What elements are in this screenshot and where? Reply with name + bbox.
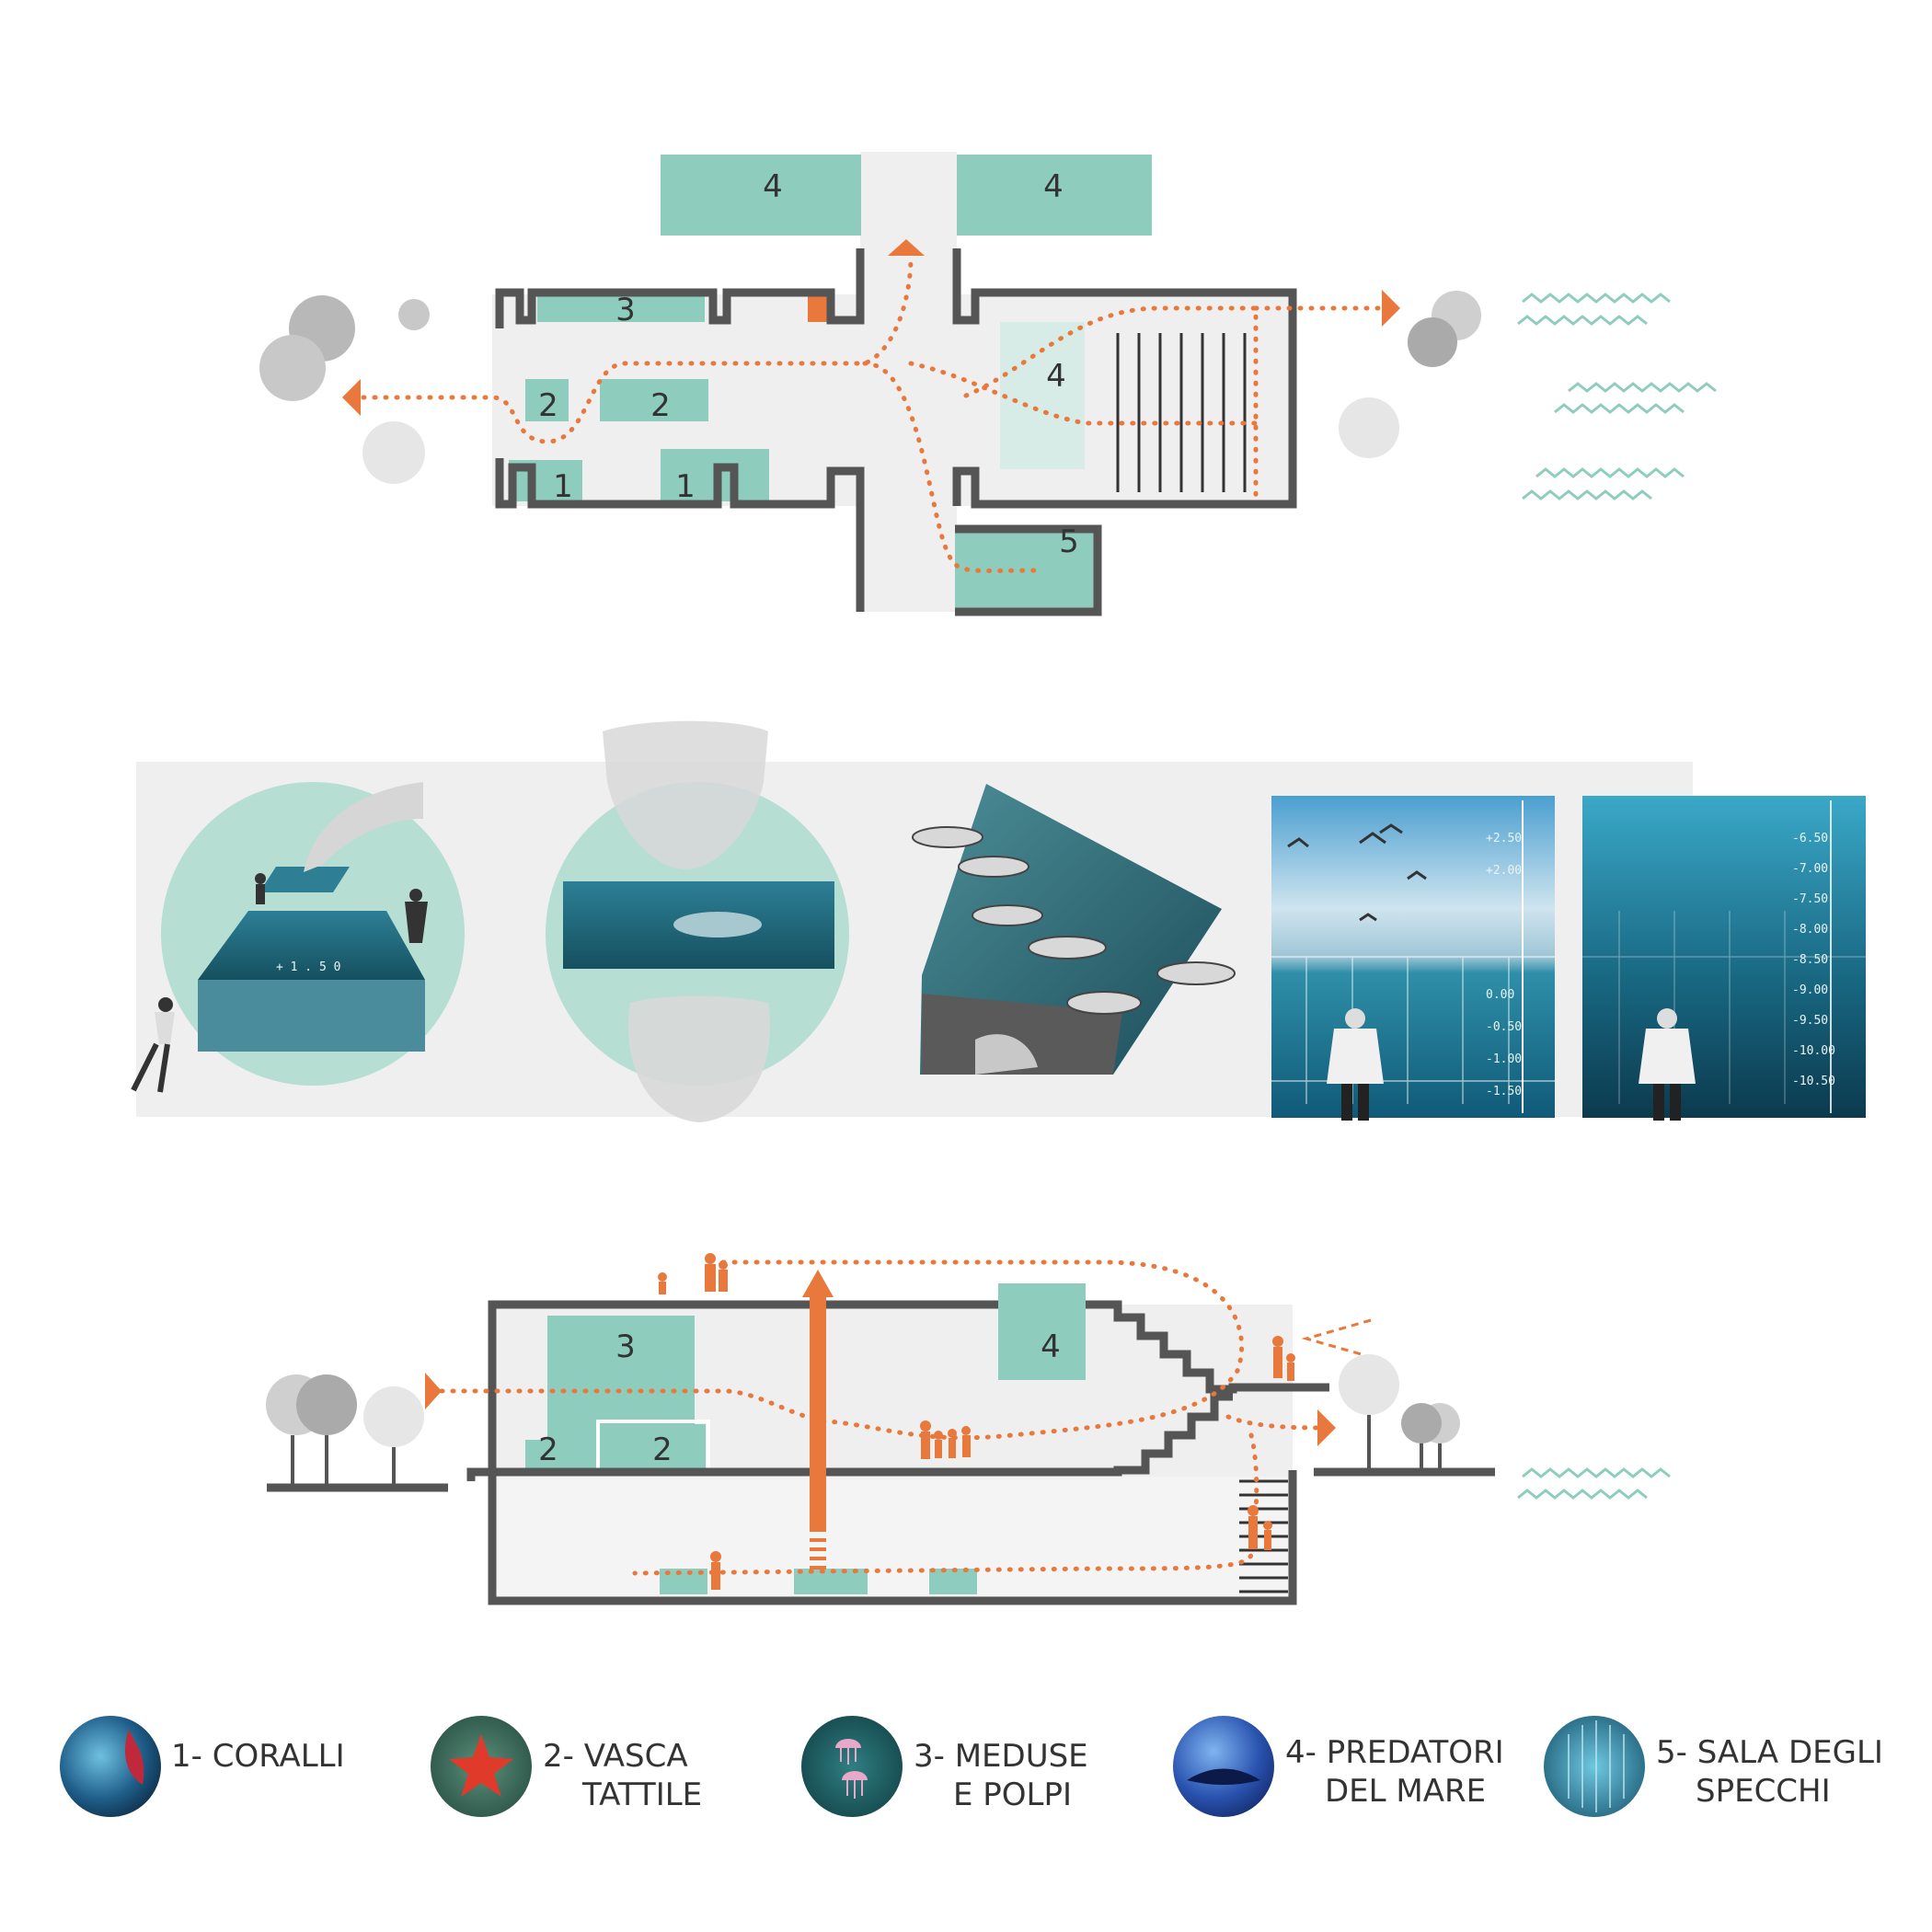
manta-ray-icon <box>1173 1716 1274 1817</box>
legend-label-3a: 3- MEDUSE <box>914 1738 1088 1775</box>
plan-arrow-right <box>1382 290 1400 327</box>
view-cone <box>1301 1318 1372 1359</box>
svg-text:-10.50: -10.50 <box>1792 1075 1835 1088</box>
plan-label-1b: 1 <box>675 468 696 505</box>
collage-faces-tank <box>546 720 849 1122</box>
section-trees-left <box>266 1374 424 1486</box>
section-label-2b: 2 <box>652 1432 673 1468</box>
plan-stairs <box>1116 333 1247 492</box>
legend-label-2a: 2- VASCA <box>543 1738 688 1775</box>
section-stairs <box>1239 1479 1288 1593</box>
jellyfish-icon <box>801 1716 903 1817</box>
vertical-shaft <box>810 1297 826 1532</box>
legend-label-1: 1- CORALLI <box>171 1738 345 1775</box>
plan-corridor <box>860 152 957 612</box>
section-lower-fill <box>492 1477 1293 1601</box>
zone-4-top-left <box>661 155 861 236</box>
svg-text:0.00: 0.00 <box>1486 988 1514 1002</box>
legend-label-3b: E POLPI <box>953 1777 1072 1813</box>
section-sea-waves <box>1517 1467 1671 1500</box>
svg-text:-7.50: -7.50 <box>1792 892 1828 906</box>
section-trees-right <box>1339 1354 1460 1470</box>
scale-deep: -6.50 -7.00 -7.50 -8.00 -8.50 -9.00 -9.5… <box>1792 832 1835 1088</box>
legend-label-4b: DEL MARE <box>1325 1773 1486 1810</box>
plan-sea-waves <box>1517 293 1717 500</box>
svg-text:-6.50: -6.50 <box>1792 832 1828 845</box>
lower-tank-3 <box>929 1569 977 1594</box>
svg-text:-1.50: -1.50 <box>1486 1085 1522 1098</box>
plan-label-3: 3 <box>615 292 636 328</box>
collage-fish-waves <box>912 784 1236 1075</box>
visitor-figure-sky <box>1327 1008 1384 1121</box>
svg-text:-8.50: -8.50 <box>1792 953 1828 967</box>
panel-sky-surface: +2.50 +2.00 0.00 -0.50 -1.00 -1.50 <box>1271 796 1555 1121</box>
svg-text:-0.50: -0.50 <box>1486 1020 1522 1034</box>
legend-label-2b: TATTILE <box>581 1777 702 1813</box>
svg-text:-10.00: -10.00 <box>1792 1044 1835 1058</box>
plan-walls-right <box>952 248 1297 509</box>
shaft-steps <box>810 1538 826 1570</box>
plan-visitor-path <box>361 255 1383 573</box>
plan-label-4c: 4 <box>1046 358 1066 395</box>
cube-scale: + 1 . 5 0 <box>276 960 340 974</box>
plan-trees-right <box>1339 291 1481 458</box>
svg-text:-9.00: -9.00 <box>1792 983 1828 997</box>
zone-4-plan <box>1000 322 1085 469</box>
legend-item-predators: 4- PREDATORI DEL MARE <box>1173 1716 1504 1817</box>
plan-label-5: 5 <box>1059 523 1079 560</box>
section-walls <box>466 1300 1329 1605</box>
plan-arrow-up <box>888 239 925 256</box>
svg-text:-7.00: -7.00 <box>1792 862 1828 876</box>
scale-sky: +2.50 +2.00 0.00 -0.50 -1.00 -1.50 <box>1486 832 1522 1098</box>
floor-plan: 4 4 3 4 2 2 1 1 5 <box>259 152 1717 616</box>
svg-text:-8.00: -8.00 <box>1792 923 1828 937</box>
svg-text:-9.50: -9.50 <box>1792 1014 1828 1028</box>
legend-item-corals: 1- CORALLI <box>60 1716 345 1817</box>
zone-2-small-section <box>525 1440 567 1469</box>
plan-trees-left <box>259 295 430 484</box>
zone-2-plan <box>600 379 708 421</box>
zone-4-section <box>998 1283 1086 1380</box>
section-people <box>658 1253 1295 1590</box>
legend-label-5a: 5- SALA DEGLI <box>1656 1734 1883 1771</box>
section-arrow-right <box>1317 1409 1336 1446</box>
svg-text:+2.50: +2.50 <box>1486 832 1522 845</box>
zone-3-plan <box>537 294 705 322</box>
plan-label-1a: 1 <box>553 468 573 505</box>
section-view: 3 4 2 2 <box>266 1253 1671 1605</box>
plan-label-4b: 4 <box>1043 168 1064 205</box>
legend-item-touch-tank: 2- VASCA TATTILE <box>431 1716 702 1817</box>
svg-text:-1.00: -1.00 <box>1486 1052 1522 1066</box>
svg-text:+2.00: +2.00 <box>1486 864 1522 878</box>
zone-2-small-plan <box>525 379 569 421</box>
panel-deep-water: -6.50 -7.00 -7.50 -8.00 -8.50 -9.00 -9.5… <box>1582 796 1866 1121</box>
plan-arrow-left-head <box>342 379 361 416</box>
plan-label-2a: 2 <box>538 387 558 424</box>
section-label-3: 3 <box>615 1328 636 1365</box>
plan-walls-room5 <box>955 524 1102 616</box>
section-label-4: 4 <box>1041 1328 1061 1365</box>
section-visitor-path <box>439 1259 1328 1576</box>
collage-touch-tank: + 1 . 5 0 <box>131 782 465 1093</box>
vertical-shaft-arrow <box>802 1270 834 1297</box>
photo-strip: + 1 . 5 0 <box>131 720 1866 1122</box>
section-arrow-left <box>425 1373 442 1409</box>
mirror-room-icon <box>1544 1716 1645 1817</box>
legend-item-jellyfish: 3- MEDUSE E POLPI <box>801 1716 1088 1817</box>
legend-label-5b: SPECCHI <box>1696 1773 1831 1810</box>
legend-item-mirrors: 5- SALA DEGLI SPECCHI <box>1544 1716 1883 1817</box>
legend-label-4a: 4- PREDATORI <box>1285 1734 1504 1771</box>
legend: 1- CORALLI 2- VASCA TATTILE 3- MEDUSE E … <box>60 1716 1883 1817</box>
plan-label-4a: 4 <box>763 168 783 205</box>
visitor-figure-deep <box>1639 1008 1696 1121</box>
coral-icon <box>60 1716 161 1817</box>
plan-walls-left <box>495 248 865 612</box>
zone-2-section <box>603 1424 706 1470</box>
plan-label-2b: 2 <box>650 387 671 424</box>
zone-4-top-right <box>957 155 1152 236</box>
section-label-2a: 2 <box>538 1432 558 1468</box>
